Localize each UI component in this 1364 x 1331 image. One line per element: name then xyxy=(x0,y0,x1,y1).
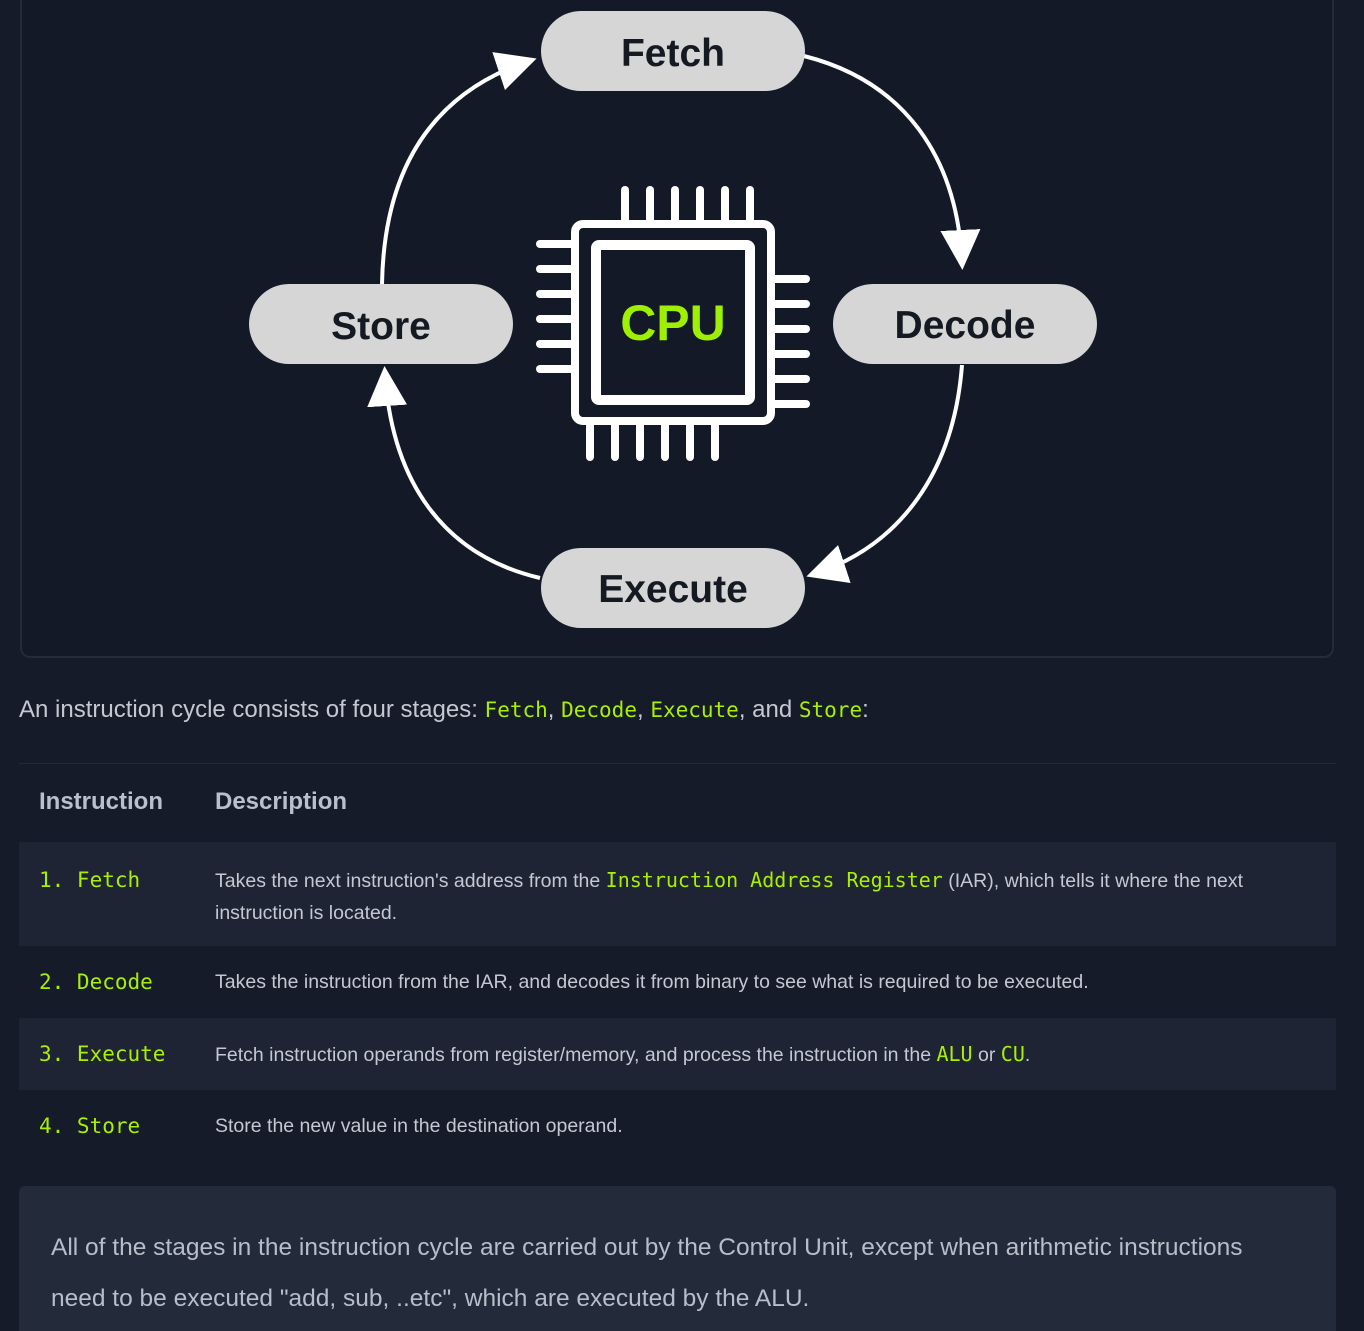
note-box: All of the stages in the instruction cyc… xyxy=(19,1186,1336,1331)
note-text: All of the stages in the instruction cyc… xyxy=(51,1234,1243,1312)
intro-sentence: An instruction cycle consists of four st… xyxy=(19,696,869,724)
code-fetch: Fetch xyxy=(484,698,548,722)
description-text: (IAR), which tells it where the next ins… xyxy=(215,870,1244,924)
description-cell: Fetch instruction operands from register… xyxy=(215,1038,1286,1071)
description-text: . xyxy=(1024,1044,1031,1066)
description-text: Takes the next instruction's address fro… xyxy=(215,870,606,892)
header-instruction: Instruction xyxy=(39,788,163,815)
description-text: Fetch instruction operands from register… xyxy=(215,1044,937,1066)
intro-text: An instruction cycle consists of four st… xyxy=(19,696,485,723)
arrow-fetch-to-decode xyxy=(803,54,981,270)
stage-execute: Execute xyxy=(541,548,805,628)
code-execute: Execute xyxy=(650,698,739,722)
table-header: Instruction Description xyxy=(19,764,1336,842)
arrow-execute-to-store xyxy=(367,366,541,580)
cpu-label: CPU xyxy=(620,295,726,351)
intro-separator: , xyxy=(547,696,562,723)
intro-colon: : xyxy=(862,696,869,723)
table-row: 4. Store Store the new value in the dest… xyxy=(19,1090,1336,1162)
code-cu: CU xyxy=(1000,1042,1025,1066)
header-description: Description xyxy=(215,788,348,815)
description-cell: Takes the instruction from the IAR, and … xyxy=(215,971,1089,993)
stage-store: Store xyxy=(249,284,513,364)
svg-text:Store: Store xyxy=(331,305,431,348)
svg-text:Execute: Execute xyxy=(598,568,748,611)
code-decode: Decode xyxy=(561,698,637,722)
instruction-cell: 2. Decode xyxy=(39,970,153,994)
code-store: Store xyxy=(798,698,863,722)
instruction-cell: 4. Store xyxy=(39,1114,141,1138)
arrow-decode-to-execute xyxy=(806,364,964,583)
table-row: 3. Execute Fetch instruction operands fr… xyxy=(19,1018,1336,1090)
table-row: 2. Decode Takes the instruction from the… xyxy=(19,946,1336,1018)
intro-separator: , xyxy=(636,696,651,723)
description-cell: Takes the next instruction's address fro… xyxy=(215,864,1286,929)
code-iar: Instruction Address Register xyxy=(605,868,943,892)
description-text: or xyxy=(972,1044,1001,1066)
instruction-cell: 3. Execute xyxy=(39,1042,166,1066)
diagram-svg: Fetch Decode Execute Store xyxy=(249,11,1097,628)
code-alu: ALU xyxy=(936,1042,973,1066)
instruction-cycle-diagram: Fetch Decode Execute Store xyxy=(20,0,1334,658)
instruction-table: Instruction Description 1. Fetch Takes t… xyxy=(19,763,1336,1162)
arrow-store-to-fetch xyxy=(380,52,537,285)
instruction-cell: 1. Fetch xyxy=(39,868,141,892)
svg-text:Decode: Decode xyxy=(895,304,1036,347)
stage-fetch: Fetch xyxy=(541,11,805,91)
stage-decode: Decode xyxy=(833,284,1097,364)
table-row: 1. Fetch Takes the next instruction's ad… xyxy=(19,842,1336,946)
intro-separator: , and xyxy=(738,696,799,723)
description-cell: Store the new value in the destination o… xyxy=(215,1115,623,1137)
svg-text:Fetch: Fetch xyxy=(621,32,725,75)
cpu-chip-icon: CPU xyxy=(536,186,810,461)
